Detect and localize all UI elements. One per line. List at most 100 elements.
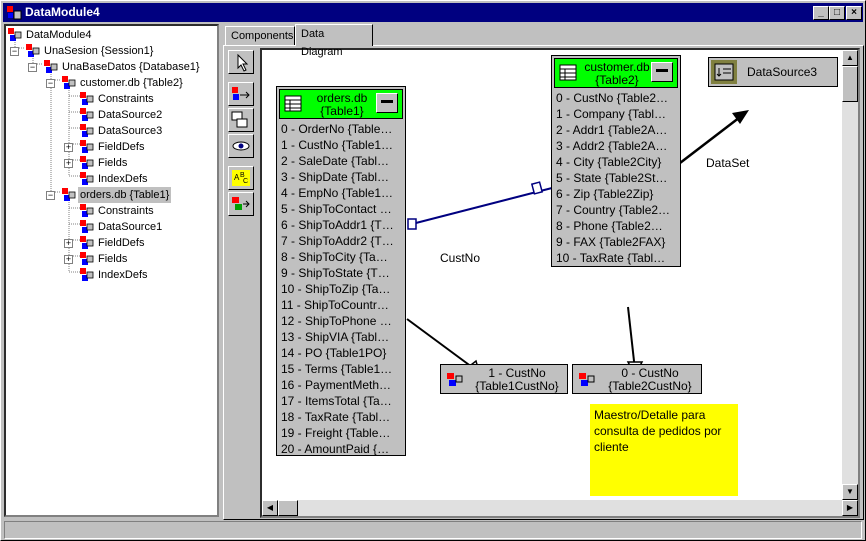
scroll-right-button[interactable]: ▶ <box>842 500 858 516</box>
collapse-icon[interactable]: − <box>28 62 37 72</box>
table-field-row[interactable]: 20 - AmountPaid {… <box>281 442 390 456</box>
table-field-row[interactable]: 2 - Addr1 {Table2A… <box>556 123 668 137</box>
customer-link-line2: {Table2CustNo} <box>608 379 692 393</box>
tree-node-label: UnaBaseDatos {Database1} <box>62 61 200 73</box>
table-field-row[interactable]: 8 - ShipToCity {Ta… <box>281 250 388 264</box>
table-field-row[interactable]: 9 - ShipToState {T… <box>281 266 390 280</box>
tree-node[interactable]: Constraints <box>6 91 217 107</box>
customer-minimize-button[interactable] <box>651 62 673 82</box>
table-field-row[interactable]: 18 - TaxRate {Tabl… <box>281 410 391 424</box>
table-field-row[interactable]: 3 - ShipDate {Tabl… <box>281 170 390 184</box>
table-field-row[interactable]: 16 - PaymentMeth… <box>281 378 392 392</box>
table-field-row[interactable]: 6 - Zip {Table2Zip} <box>556 187 654 201</box>
custno-link-line[interactable] <box>411 187 553 225</box>
expand-icon[interactable]: + <box>64 238 73 248</box>
customer-table-header[interactable]: customer.db {Table2} <box>554 58 678 88</box>
tree-node-label: FieldDefs <box>98 237 145 249</box>
table-field-row[interactable]: 11 - ShipToCountr… <box>281 298 389 312</box>
allocation-tool[interactable] <box>228 192 254 216</box>
vertical-scroll-thumb[interactable] <box>842 66 858 102</box>
table-field-row[interactable]: 3 - Addr2 {Table2A… <box>556 139 668 153</box>
table-field-row[interactable]: 5 - State {Table2St… <box>556 171 668 185</box>
table-field-row[interactable]: 13 - ShipVIA {Tabl… <box>281 330 390 344</box>
pointer-tool[interactable] <box>228 50 254 74</box>
collapse-icon[interactable]: − <box>10 46 19 56</box>
tree-node[interactable]: −UnaSesion {Session1} <box>6 43 217 59</box>
orders-minimize-button[interactable] <box>376 93 398 113</box>
title-bar[interactable]: DataModule4 _ □ × <box>3 3 863 22</box>
table-field-row[interactable]: 5 - ShipToContact … <box>281 202 392 216</box>
table-field-row[interactable]: 7 - ShipToAddr2 {T… <box>281 234 394 248</box>
table-field-row[interactable]: 10 - TaxRate {Tabl… <box>556 251 666 265</box>
tree-node[interactable]: + Fields <box>6 251 217 267</box>
tree-node[interactable]: DataSource2 <box>6 107 217 123</box>
datasource3-box[interactable]: DataSource3 <box>708 57 838 87</box>
table-field-row[interactable]: 14 - PO {Table1PO} <box>281 346 387 360</box>
scroll-left-button[interactable]: ◀ <box>262 500 278 516</box>
close-button[interactable]: × <box>846 6 862 20</box>
tree-node[interactable]: +FieldDefs <box>6 139 217 155</box>
tree-node[interactable]: DataSource3 <box>6 123 217 139</box>
property-link-tool[interactable] <box>228 82 254 106</box>
table-field-row[interactable]: 12 - ShipToPhone … <box>281 314 392 328</box>
tab-components[interactable]: Components <box>225 26 295 46</box>
table-field-row[interactable]: 0 - CustNo {Table2… <box>556 91 669 105</box>
table-field-row[interactable]: 10 - ShipToZip {Ta… <box>281 282 391 296</box>
vertical-scrollbar[interactable]: ▲ ▼ <box>842 50 858 500</box>
fields-icon <box>80 252 94 265</box>
table-field-row[interactable]: 9 - FAX {Table2FAX} <box>556 235 666 249</box>
tree-node[interactable]: Constraints <box>6 203 217 219</box>
expand-icon[interactable]: + <box>64 142 73 152</box>
expand-icon[interactable]: + <box>64 158 73 168</box>
window-title: DataModule4 <box>25 5 100 19</box>
orders-table-header[interactable]: orders.db {Table1} <box>279 89 403 119</box>
diagram-canvas[interactable]: orders.db {Table1} 0 - OrderNo {Table… 1 … <box>260 48 860 518</box>
tree-node[interactable]: DataModule4 <box>6 27 217 43</box>
expand-icon[interactable]: + <box>64 254 73 264</box>
tree-node-label: Fields <box>98 157 128 169</box>
table-field-row[interactable]: 19 - Freight {Table… <box>281 426 391 440</box>
table-field-row[interactable]: 7 - Country {Table2… <box>556 203 671 217</box>
customer-table[interactable]: customer.db {Table2} 0 - CustNo {Table2…… <box>551 55 681 267</box>
table-field-row[interactable]: 8 - Phone {Table2… <box>556 219 663 233</box>
table-field-row[interactable]: 17 - ItemsTotal {Ta… <box>281 394 392 408</box>
horizontal-scroll-thumb[interactable] <box>278 500 298 516</box>
comment-note[interactable]: Maestro/Detalle para consulta de pedidos… <box>590 404 738 496</box>
table-field-row[interactable]: 0 - OrderNo {Table… <box>281 122 393 136</box>
scroll-up-button[interactable]: ▲ <box>842 50 858 66</box>
tree-node[interactable]: − UnaBaseDatos {Database1} <box>6 59 217 75</box>
tree-node-label: customer.db {Table2} <box>80 77 183 89</box>
object-tree[interactable]: DataModule4−UnaSesion {Session1}−UnaBase… <box>4 24 219 517</box>
collapse-icon[interactable]: − <box>46 78 55 88</box>
tree-node[interactable]: −orders.db {Table1} <box>6 187 217 203</box>
orders-table[interactable]: orders.db {Table1} 0 - OrderNo {Table… 1 … <box>276 86 406 456</box>
tree-node[interactable]: + Fields <box>6 155 217 171</box>
tree-node[interactable]: − customer.db {Table2} <box>6 75 217 91</box>
table-field-row[interactable]: 1 - Company {Tabl… <box>556 107 667 121</box>
maximize-button[interactable]: □ <box>829 6 845 20</box>
tree-node[interactable]: IndexDefs <box>6 267 217 283</box>
customer-title: customer.db <box>584 60 650 74</box>
tree-node[interactable]: DataSource1 <box>6 219 217 235</box>
tab-data-diagram[interactable]: Data Diagram <box>295 24 373 58</box>
table-field-row[interactable]: 15 - Terms {Table1… <box>281 362 393 376</box>
collapse-icon[interactable]: − <box>46 190 55 200</box>
table-field-row[interactable]: 4 - City {Table2City} <box>556 155 662 169</box>
minimize-button[interactable]: _ <box>813 6 829 20</box>
orders-custno-field-box[interactable]: 1 - CustNo {Table1CustNo} <box>440 364 568 394</box>
master-detail-tool[interactable] <box>228 108 254 132</box>
table-field-row[interactable]: 6 - ShipToAddr1 {T… <box>281 218 394 232</box>
tree-node-label: Constraints <box>98 205 154 217</box>
table-field-row[interactable]: 2 - SaleDate {Tabl… <box>281 154 390 168</box>
scroll-down-button[interactable]: ▼ <box>842 484 858 500</box>
tree-node[interactable]: IndexDefs <box>6 171 217 187</box>
table-field-row[interactable]: 4 - EmpNo {Table1… <box>281 186 394 200</box>
customer-custno-field-box[interactable]: 0 - CustNo {Table2CustNo} <box>572 364 702 394</box>
tree-node-label: Fields <box>98 253 128 265</box>
horizontal-scrollbar[interactable]: ◀ ▶ <box>262 500 858 516</box>
table-field-row[interactable]: 1 - CustNo {Table1… <box>281 138 394 152</box>
tree-node[interactable]: + FieldDefs <box>6 235 217 251</box>
lookup-tool[interactable] <box>228 134 254 158</box>
